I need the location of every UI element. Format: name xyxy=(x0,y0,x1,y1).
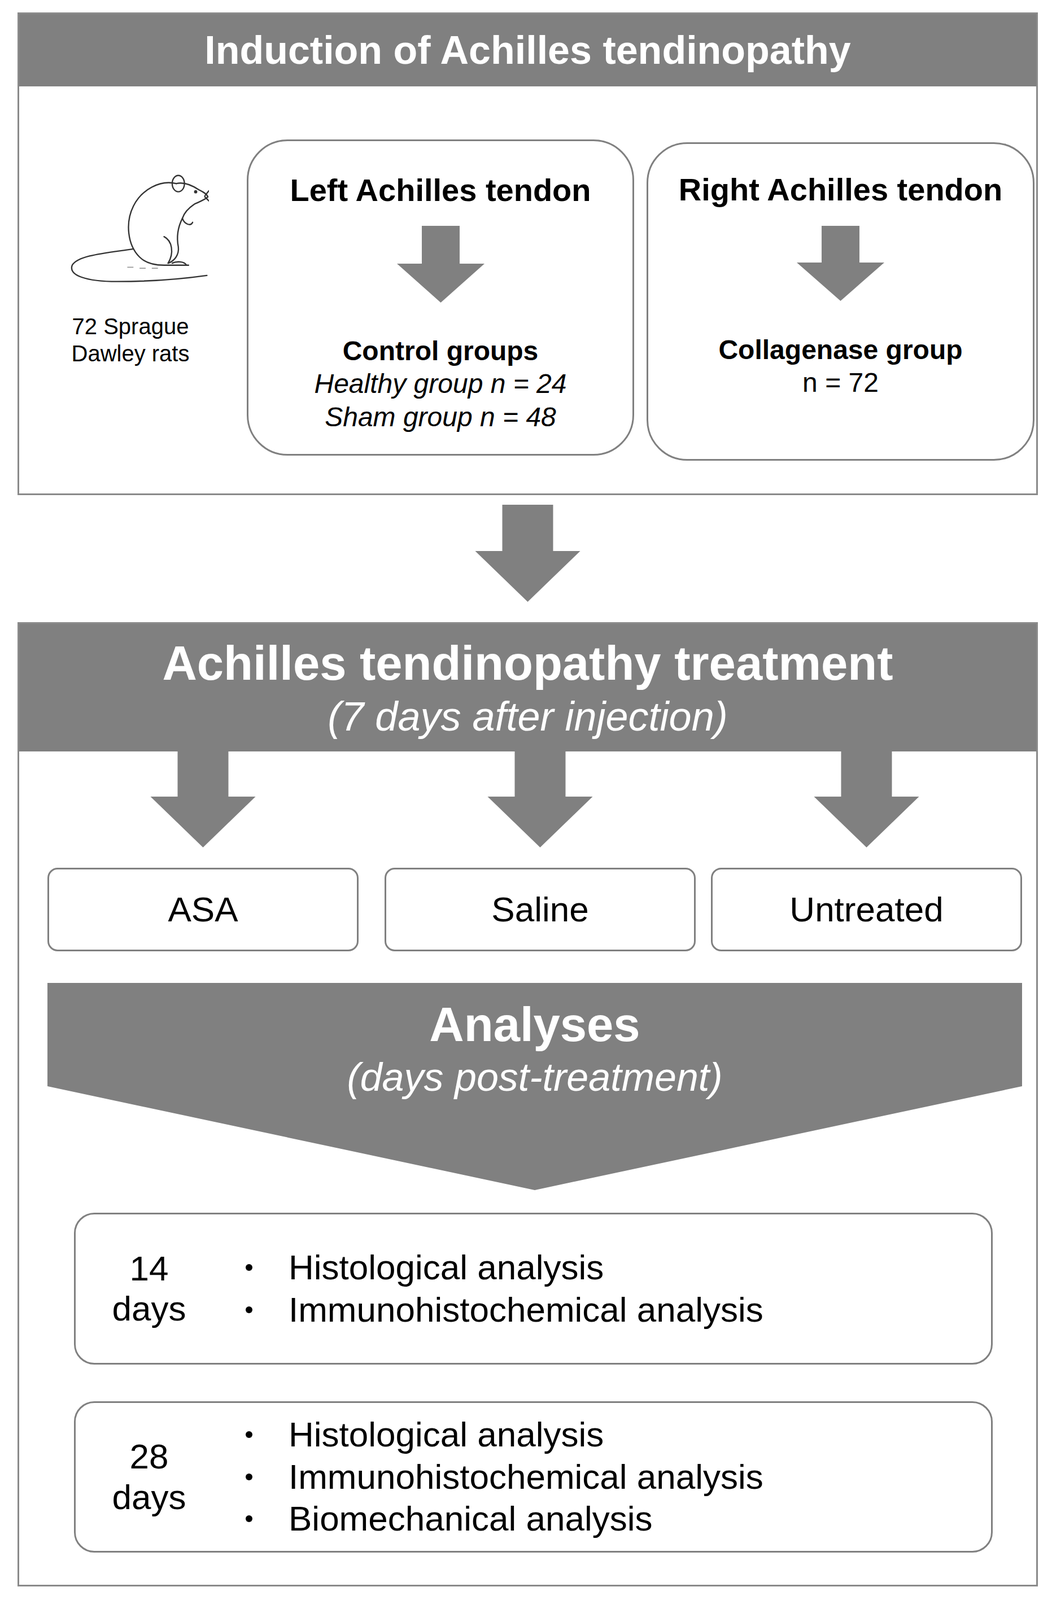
rat-front-leg xyxy=(168,218,193,264)
rat-eye xyxy=(194,190,198,194)
bullet-symbol xyxy=(245,1289,253,1331)
treatment-box: ASA xyxy=(47,867,359,952)
analysis-item: Immunohistochemical analysis xyxy=(288,1456,992,1499)
treatment-panel: Achilles tendinopathy treatment(7 days a… xyxy=(17,622,1038,1587)
down-arrow-symbol xyxy=(396,225,485,303)
panel-title: Achilles tendinopathy treatment xyxy=(162,634,893,693)
animal-label: 72 Sprague Dawley rats xyxy=(57,312,204,368)
analysis-item: Immunohistochemical analysis xyxy=(288,1289,992,1331)
block-arrow xyxy=(487,751,593,848)
timepoint-label: 14 days xyxy=(98,1248,200,1330)
down-arrow-fill xyxy=(796,225,885,301)
rat-tail xyxy=(71,249,208,282)
bullet-dot xyxy=(245,1306,253,1314)
rat-ear xyxy=(172,175,185,192)
treatment-label: Saline xyxy=(491,888,589,931)
group-heading: Control groups xyxy=(342,334,539,368)
ground-dashes xyxy=(127,267,158,269)
treatment-box: Untreated xyxy=(710,867,1023,952)
analysis-list: Histological analysisImmunohistochemical… xyxy=(75,1214,992,1364)
group-label: n = 72 xyxy=(802,366,879,400)
group-heading: Collagenase group xyxy=(718,333,963,367)
pointer-fill xyxy=(47,983,1023,1191)
block-arrow xyxy=(814,751,920,848)
tendon-box: Left Achilles tendonControl groupsHealth… xyxy=(246,139,635,456)
bullet-dot xyxy=(245,1264,253,1272)
box-heading: Right Achilles tendon xyxy=(678,170,1003,209)
analysis-item: Histological analysis xyxy=(288,1246,992,1289)
panel-subtitle: (7 days after injection) xyxy=(327,692,728,741)
rat-hind-leg xyxy=(163,236,187,266)
analysis-item: Histological analysis xyxy=(288,1413,992,1456)
group-label: Healthy group n = 24 xyxy=(314,367,567,401)
box-heading: Left Achilles tendon xyxy=(289,171,591,209)
block-arrow xyxy=(475,504,581,602)
bullet-dot xyxy=(245,1431,253,1439)
list-row: Immunohistochemical analysis xyxy=(288,1289,992,1331)
banner-subtitle: (days post-treatment) xyxy=(346,1053,723,1102)
bullet-dot xyxy=(245,1473,253,1481)
timepoint-box: 28 daysHistological analysisImmunohistoc… xyxy=(73,1401,993,1553)
timepoint-box: 14 daysHistological analysisImmunohistoc… xyxy=(73,1212,993,1365)
bullet-symbol xyxy=(245,1246,253,1289)
down-arrow-fill xyxy=(396,225,485,303)
list-row: Histological analysis xyxy=(288,1246,992,1289)
list-row: Biomechanical analysis xyxy=(288,1498,992,1540)
induction-panel: Induction of Achilles tendinopathy 72 Spr… xyxy=(17,12,1038,496)
down-arrow-symbol xyxy=(796,225,885,301)
bullet-dot xyxy=(245,1515,253,1523)
list-row: Histological analysis xyxy=(288,1413,992,1456)
analyses-banner: Analyses(days post-treatment) xyxy=(47,983,1023,1191)
timepoint-label: 28 days xyxy=(98,1436,200,1518)
group-label: Sham group n = 48 xyxy=(324,400,557,434)
block-arrow xyxy=(150,751,256,848)
analysis-list: Histological analysisImmunohistochemical… xyxy=(75,1403,992,1552)
panel-title: Induction of Achilles tendinopathy xyxy=(204,26,851,74)
rat-whiskers xyxy=(204,190,209,202)
bullet-symbol xyxy=(245,1413,253,1456)
header-band: Induction of Achilles tendinopathy xyxy=(19,14,1037,87)
list-row: Immunohistochemical analysis xyxy=(288,1456,992,1499)
rat-head xyxy=(176,182,208,218)
treatment-label: Untreated xyxy=(789,888,944,931)
analysis-item: Biomechanical analysis xyxy=(288,1498,992,1540)
banner-title: Analyses xyxy=(429,996,640,1054)
treatment-label: ASA xyxy=(167,888,238,931)
rat-illustration xyxy=(66,173,209,286)
header-band: Achilles tendinopathy treatment(7 days a… xyxy=(19,623,1037,752)
treatment-box: Saline xyxy=(384,867,696,952)
tendon-box: Right Achilles tendonCollagenase groupn … xyxy=(646,142,1035,461)
bullet-symbol xyxy=(245,1498,253,1540)
bullet-symbol xyxy=(245,1456,253,1499)
